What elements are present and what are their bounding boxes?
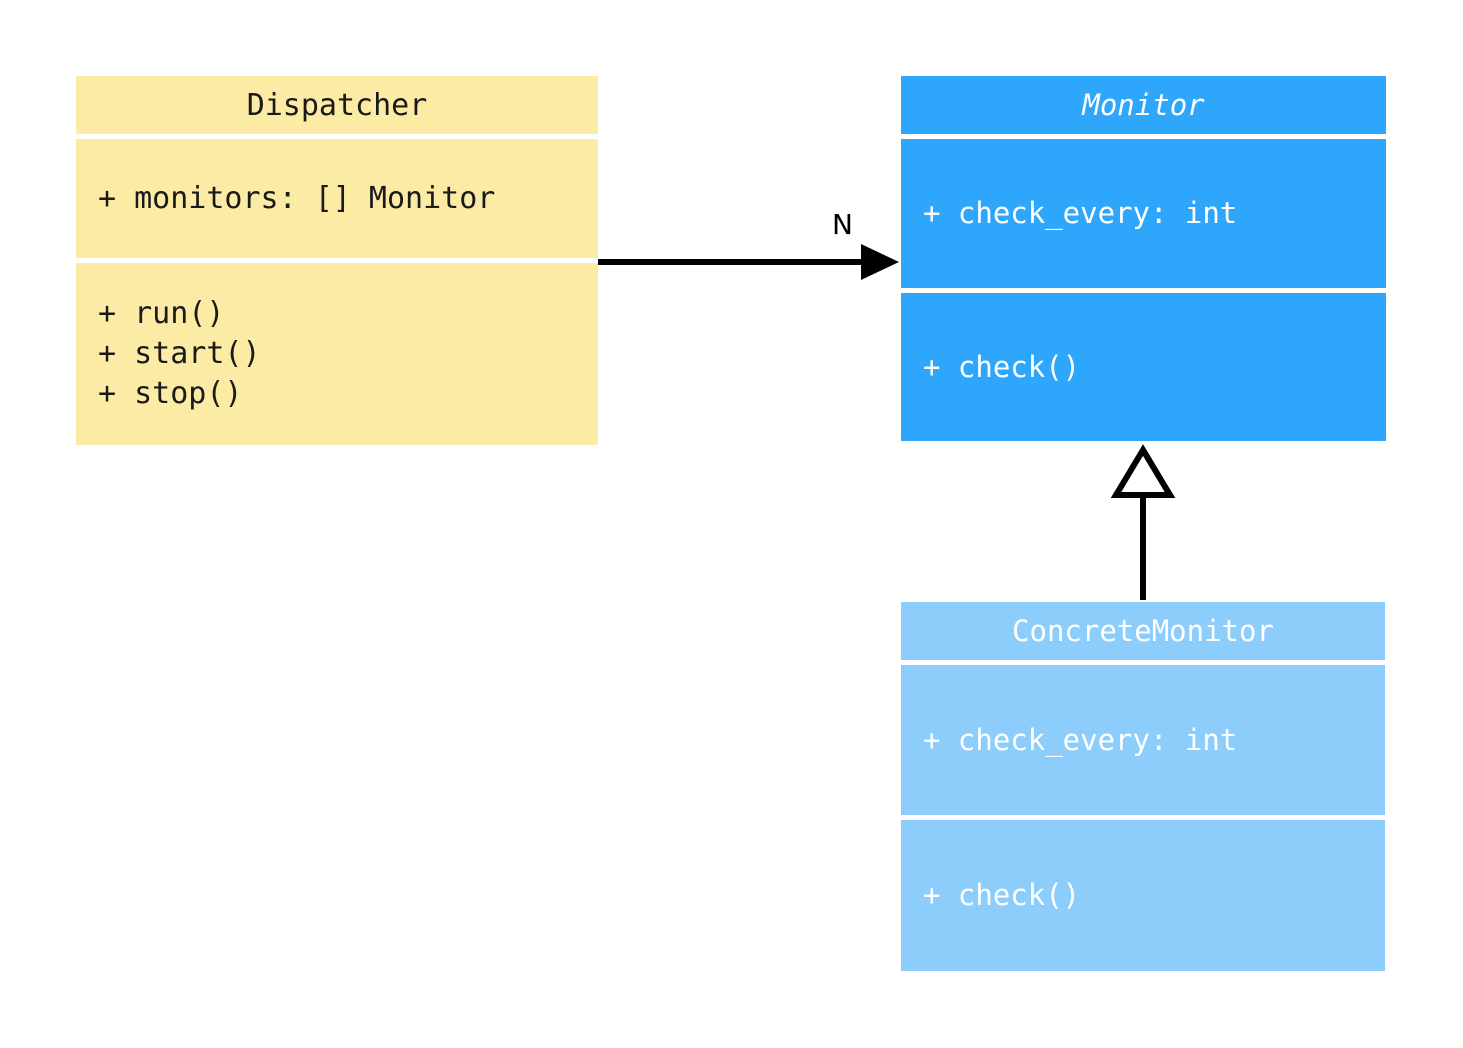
class-title-monitor: Monitor bbox=[901, 76, 1386, 134]
association-multiplicity-label: N bbox=[832, 208, 853, 241]
class-methods-concrete-monitor: + check() bbox=[901, 820, 1385, 971]
generalization-concrete-monitor-to-monitor bbox=[1110, 444, 1176, 600]
compartment-divider bbox=[901, 815, 1385, 820]
attribute-row: + check_every: int bbox=[923, 196, 1238, 231]
method-row: + stop() bbox=[98, 375, 243, 411]
compartment-divider bbox=[901, 288, 1386, 293]
attribute-row: + check_every: int bbox=[923, 722, 1238, 757]
filled-triangle-arrowhead-icon bbox=[861, 244, 899, 280]
class-box-monitor[interactable]: Monitor + check_every: int + check() bbox=[901, 76, 1386, 441]
method-row: + check() bbox=[923, 349, 1081, 384]
compartment-divider bbox=[901, 660, 1385, 665]
class-attributes-monitor: + check_every: int bbox=[901, 139, 1386, 288]
class-methods-dispatcher: + run() + start() + stop() bbox=[76, 263, 598, 445]
attribute-row: + monitors: [] Monitor bbox=[98, 180, 496, 216]
compartment-divider bbox=[76, 134, 598, 139]
class-methods-monitor: + check() bbox=[901, 293, 1386, 441]
method-row: + check() bbox=[923, 878, 1081, 913]
compartment-divider bbox=[76, 258, 598, 263]
class-attributes-concrete-monitor: + check_every: int bbox=[901, 665, 1385, 815]
method-row: + start() bbox=[98, 336, 261, 372]
hollow-triangle-arrowhead-icon bbox=[1110, 444, 1176, 498]
class-box-concrete-monitor[interactable]: ConcreteMonitor + check_every: int + che… bbox=[901, 602, 1385, 971]
method-row: + run() bbox=[98, 296, 225, 332]
class-box-dispatcher[interactable]: Dispatcher + monitors: [] Monitor + run(… bbox=[76, 76, 598, 445]
class-attributes-dispatcher: + monitors: [] Monitor bbox=[76, 139, 598, 258]
association-dispatcher-to-monitor bbox=[598, 244, 899, 280]
class-title-dispatcher: Dispatcher bbox=[76, 76, 598, 134]
class-title-concrete-monitor: ConcreteMonitor bbox=[901, 602, 1385, 660]
compartment-divider bbox=[901, 134, 1386, 139]
